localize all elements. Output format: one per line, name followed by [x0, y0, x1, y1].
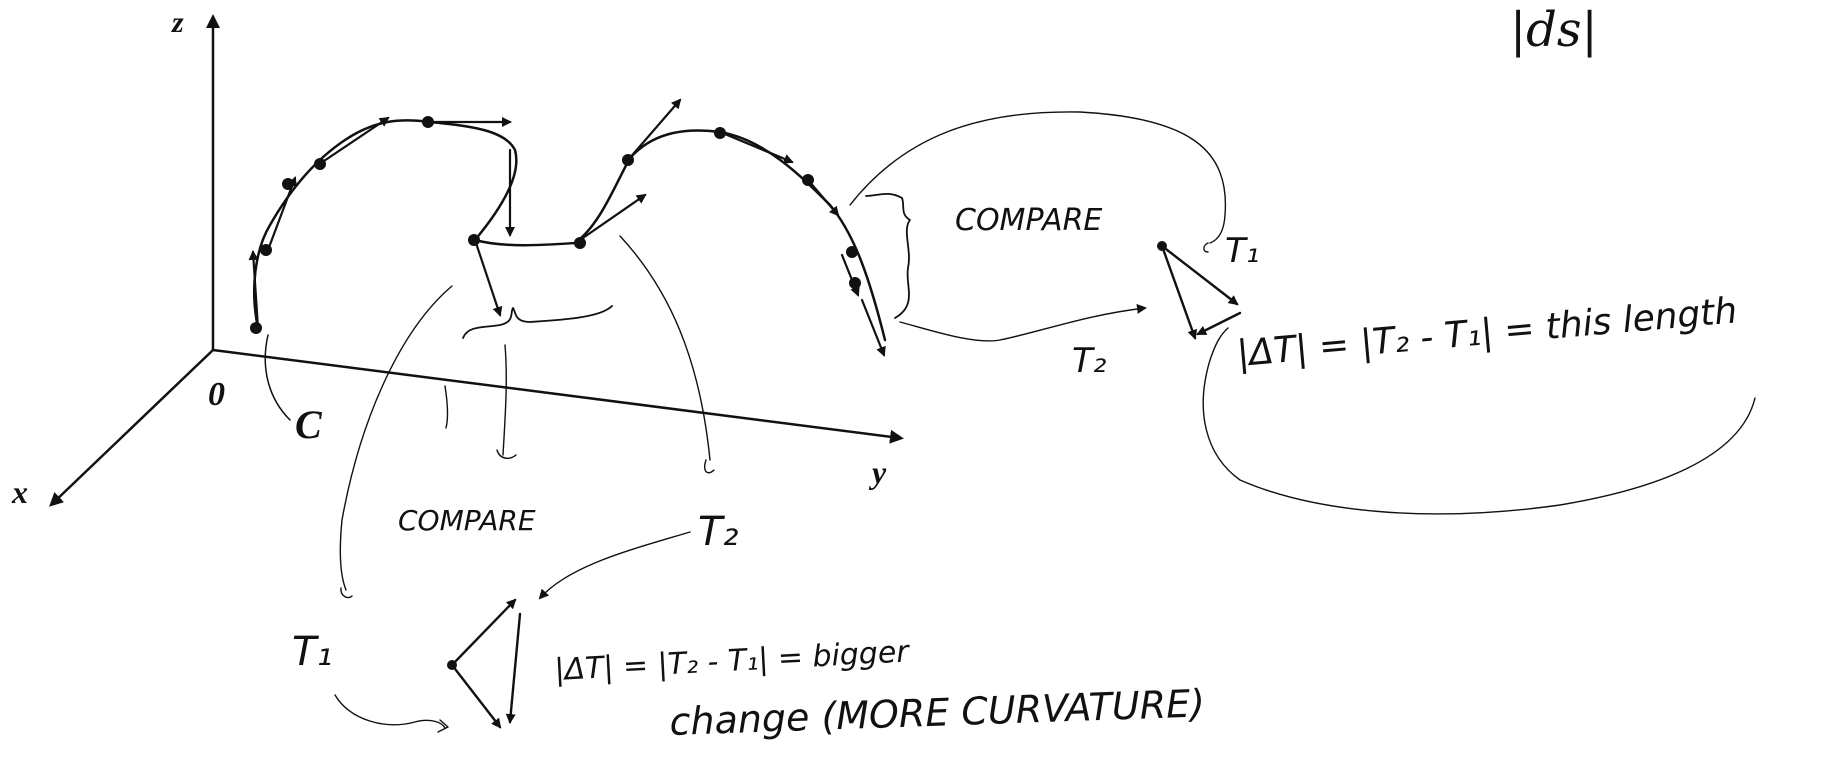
delta-t-right-note: |ΔT| = |T₂ - T₁| = this length	[1235, 290, 1739, 375]
x-axis-label: x	[11, 474, 28, 510]
labels: COMPARE COMPARE T₁ T₂ T₁ T₂ |ΔT| = |T₂ -…	[292, 203, 1739, 744]
right-vector-diagram	[1157, 241, 1242, 340]
t1-right-label: T₁	[1225, 231, 1259, 271]
curve-points	[250, 116, 861, 334]
t2-right-label: T₂	[1072, 341, 1107, 381]
origin-label: 0	[208, 376, 225, 413]
x-axis	[49, 348, 215, 507]
curve-label-pointer	[264, 334, 291, 421]
curve-label: C	[295, 402, 323, 447]
t1-lower-label: T₁	[292, 629, 332, 675]
t2-lower-label: T₂	[698, 509, 738, 555]
compare-right-label: COMPARE	[955, 203, 1102, 238]
curve-path	[253, 119, 887, 342]
y-axis	[211, 348, 904, 444]
lower-brace	[462, 305, 613, 339]
right-brace	[865, 192, 911, 319]
change-note: change (MORE CURVATURE)	[669, 681, 1206, 744]
axes: z x y 0 C	[11, 6, 904, 510]
delta-t-lower-note: |ΔT| = |T₂ - T₁| = bigger	[554, 634, 912, 688]
z-axis-label: z	[171, 6, 184, 39]
y-axis-label: y	[868, 454, 887, 490]
curve-c	[248, 98, 911, 357]
connectors	[334, 111, 1756, 733]
compare-lower-label: COMPARE	[398, 504, 536, 537]
lower-vector-diagram	[447, 598, 522, 729]
formula-fragment: |ds|	[1510, 2, 1598, 58]
